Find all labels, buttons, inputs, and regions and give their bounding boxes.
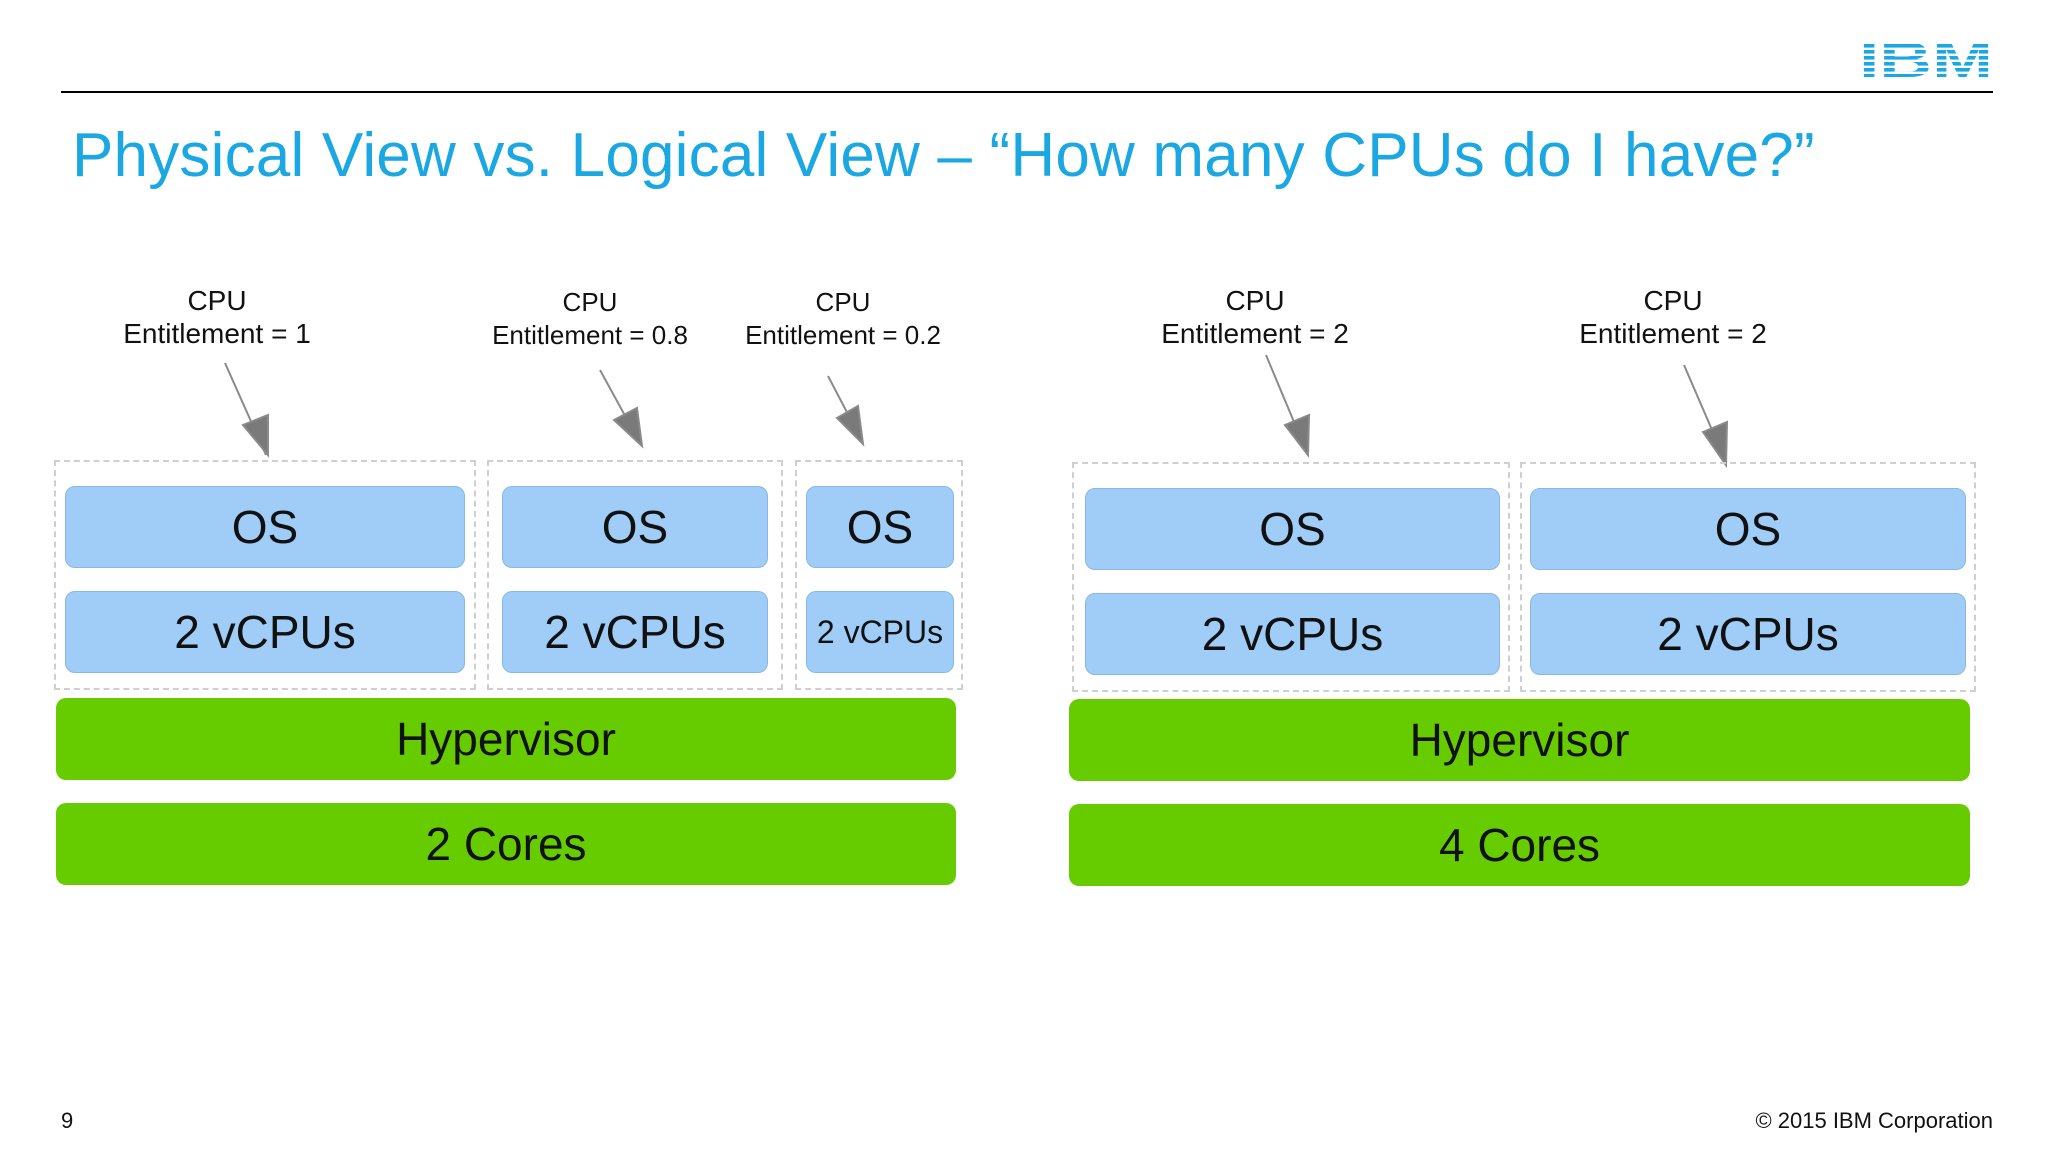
copyright-notice: © 2015 IBM Corporation — [1755, 1108, 1993, 1133]
cores-bar-right: 4 Cores — [1069, 804, 1970, 886]
partition-frame-5 — [1520, 462, 1976, 692]
vcpu-box-4: 2 vCPUs — [1085, 593, 1500, 675]
vcpu-box-1: 2 vCPUs — [65, 591, 465, 673]
partition-frame-4 — [1072, 462, 1510, 692]
svg-text:IBM: IBM — [1859, 38, 1993, 80]
os-box-2: OS — [502, 486, 768, 568]
vcpu-box-2: 2 vCPUs — [502, 591, 768, 673]
vcpu-box-5: 2 vCPUs — [1530, 593, 1966, 675]
arrowhead-5 — [1701, 420, 1729, 469]
os-box-4: OS — [1085, 488, 1500, 570]
arrowhead-3 — [835, 404, 865, 447]
hypervisor-bar-right: Hypervisor — [1069, 699, 1970, 781]
vcpu-box-3: 2 vCPUs — [806, 591, 954, 673]
os-box-1: OS — [65, 486, 465, 568]
hypervisor-bar-left: Hypervisor — [56, 698, 956, 780]
cores-bar-left: 2 Cores — [56, 803, 956, 885]
ibm-logo: IBM — [1859, 38, 1993, 80]
os-box-5: OS — [1530, 488, 1966, 570]
arrowhead-1 — [241, 413, 269, 458]
partition-frame-2 — [487, 460, 783, 690]
arrowhead-4 — [1283, 413, 1311, 458]
page-title: Physical View vs. Logical View – “How ma… — [72, 121, 1815, 190]
page-number: 9 — [61, 1108, 74, 1133]
header-rule — [61, 91, 1993, 93]
arrowhead-2 — [612, 406, 644, 449]
partition-frame-1 — [54, 460, 476, 690]
os-box-3: OS — [806, 486, 954, 568]
partition-frame-3 — [795, 460, 963, 690]
